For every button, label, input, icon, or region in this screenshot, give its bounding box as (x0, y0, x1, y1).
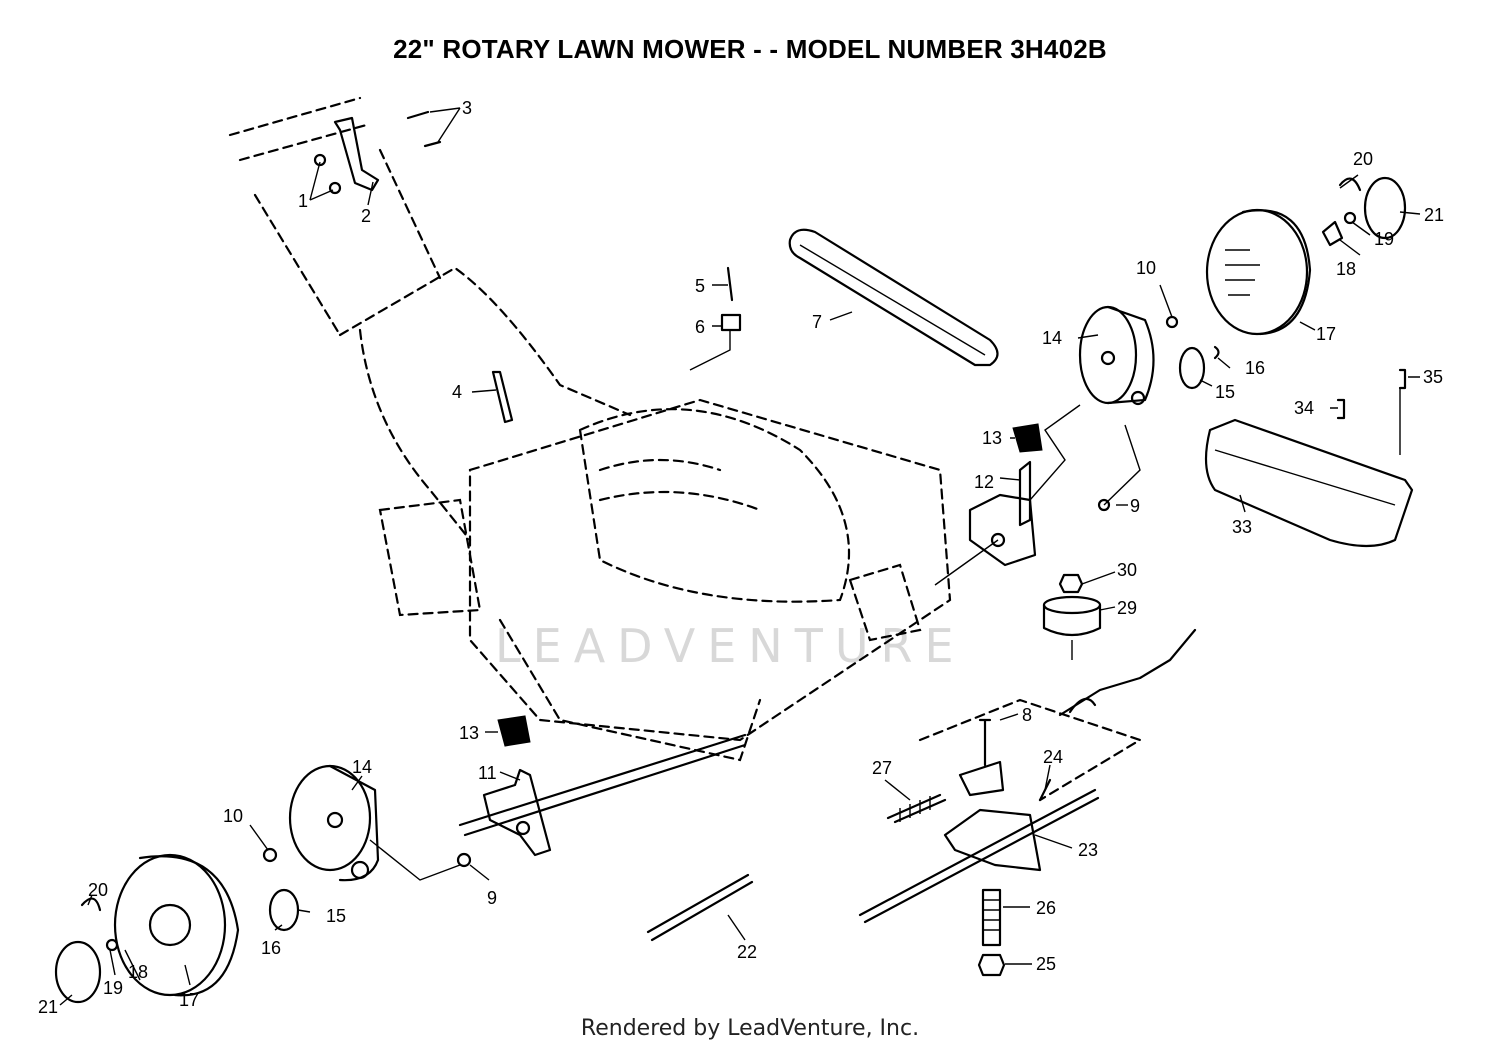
part-22-axle-rod (646, 873, 754, 942)
part-29-pulley (1042, 595, 1102, 660)
callout-18-left: 18 (128, 962, 148, 982)
callout-8: 8 (1022, 705, 1032, 725)
callout-29: 29 (1117, 598, 1137, 618)
callout-9-right: 9 (1130, 496, 1140, 516)
callout-21-left: 21 (38, 997, 58, 1017)
callout-33: 33 (1232, 517, 1252, 537)
part-34-35-clips (1336, 368, 1407, 455)
part-5-6-clip (689, 266, 742, 371)
callout-15-left: 15 (326, 906, 346, 926)
callout-13-left: 13 (459, 723, 479, 743)
callout-15-right: 15 (1215, 382, 1235, 402)
part-30-nut (1058, 573, 1084, 594)
callout-13-right: 13 (982, 428, 1002, 448)
callout-20-left: 20 (88, 880, 108, 900)
axle-shaft (458, 733, 747, 837)
part-17-right-wheel (1205, 208, 1312, 336)
part-33-grass-bag (1204, 418, 1414, 548)
part-10-left-washer (262, 847, 278, 863)
callout-19-left: 19 (103, 978, 123, 998)
callout-11: 11 (478, 763, 497, 783)
callout-30: 30 (1117, 560, 1137, 580)
callout-1: 1 (298, 191, 308, 211)
callout-12: 12 (974, 472, 994, 492)
callout-21-right: 21 (1424, 205, 1444, 225)
part-1-2-bracket (313, 116, 380, 195)
callout-14-right: 14 (1042, 328, 1062, 348)
callout-16-right: 16 (1245, 358, 1265, 378)
callout-35: 35 (1423, 367, 1443, 387)
part-9-right-washer (1097, 424, 1141, 512)
part-9-left-washer (456, 852, 472, 868)
part-13-11-left-bracket (482, 715, 552, 857)
part-10-right-washer (1165, 315, 1179, 329)
callout-23: 23 (1078, 840, 1098, 860)
part-27-spring (886, 793, 947, 824)
part-18-21-right-hubcap (1321, 176, 1407, 247)
callout-24: 24 (1043, 747, 1063, 767)
diagram-title: 22" ROTARY LAWN MOWER - - MODEL NUMBER 3… (393, 34, 1107, 64)
handle-assembly (228, 96, 632, 542)
callout-17-right: 17 (1316, 324, 1336, 344)
callout-19-right: 19 (1374, 229, 1394, 249)
deck-assembly (378, 398, 952, 762)
part-15-16-left-gear (268, 888, 300, 932)
callout-25: 25 (1036, 954, 1056, 974)
part-8-bolt (978, 718, 992, 767)
callout-20-right: 20 (1353, 149, 1373, 169)
watermark: LEADVENTURE (495, 619, 966, 673)
callout-7: 7 (812, 312, 822, 332)
callout-17-left: 17 (179, 990, 199, 1010)
callout-16-left: 16 (261, 938, 281, 958)
callout-22: 22 (737, 942, 757, 962)
callout-5: 5 (695, 276, 705, 296)
callout-10-left: 10 (223, 806, 243, 826)
footer-credit: Rendered by LeadVenture, Inc. (580, 1016, 920, 1041)
part-26-spring (981, 888, 1002, 947)
part-23-transmission (858, 698, 1143, 924)
callout-4: 4 (452, 382, 462, 402)
part-3-screws (406, 110, 442, 148)
part-7-belt (788, 228, 999, 367)
leader-lines (59, 107, 1421, 1006)
callout-6: 6 (695, 317, 705, 337)
part-15-16-right-gear (1178, 345, 1220, 390)
callout-3: 3 (462, 98, 472, 118)
callout-labels: 1 2 3 4 5 6 7 8 9 9 10 10 11 12 13 13 14… (38, 98, 1444, 1017)
callout-18-right: 18 (1336, 259, 1356, 279)
part-25-nut (977, 953, 1006, 977)
part-12-13-right-bracket (934, 404, 1081, 586)
part-14-right-pulley-cover (1078, 305, 1155, 406)
part-18-21-left-hubcap (54, 897, 119, 1004)
part-14-left-pulley-cover (288, 764, 461, 882)
part-4-lever (491, 370, 514, 424)
part-17-left-wheel (113, 853, 240, 997)
callout-9-left: 9 (487, 888, 497, 908)
callout-27: 27 (872, 758, 892, 778)
callout-14-left: 14 (352, 757, 372, 777)
callout-10-right: 10 (1136, 258, 1156, 278)
callout-2: 2 (361, 206, 371, 226)
callout-34: 34 (1294, 398, 1314, 418)
control-cable (1058, 628, 1197, 717)
callout-26: 26 (1036, 898, 1056, 918)
